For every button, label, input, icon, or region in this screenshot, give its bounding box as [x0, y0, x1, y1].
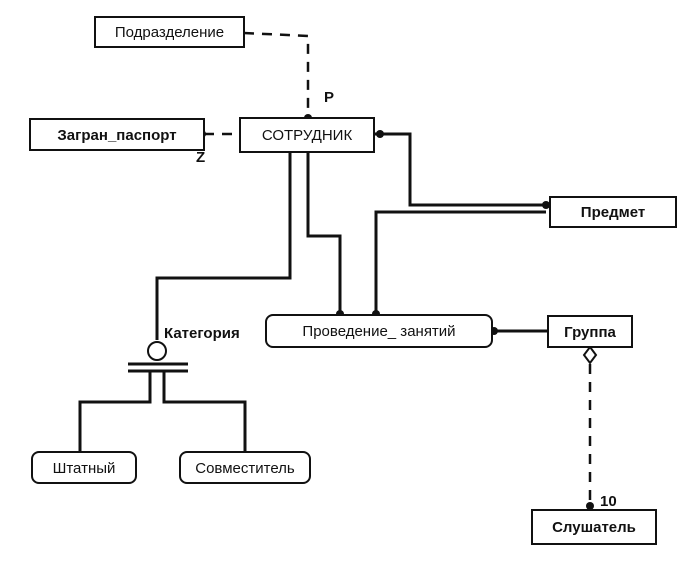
entity-subject-label: Предмет [581, 204, 645, 221]
category-circle [147, 341, 167, 361]
link-category-fulltime [78, 371, 152, 452]
entity-subdivision-label: Подразделение [115, 24, 224, 41]
entity-subdivision[interactable]: Подразделение [94, 16, 245, 48]
entity-lesson-label: Проведение_ занятий [302, 323, 455, 340]
link-end-dot [542, 201, 550, 209]
link-end-dot [376, 130, 384, 138]
entity-passport[interactable]: Загран_паспорт [29, 118, 205, 151]
entity-group[interactable]: Группа [547, 315, 633, 348]
entity-fulltime-label: Штатный [53, 460, 116, 477]
entity-subject[interactable]: Предмет [549, 196, 677, 228]
entity-student[interactable]: Слушатель [531, 509, 657, 545]
link-category-parttime [162, 371, 247, 452]
entity-lesson[interactable]: Проведение_ занятий [265, 314, 493, 348]
entity-employee-label: СОТРУДНИК [262, 127, 353, 144]
entity-parttime-label: Совместитель [195, 460, 295, 477]
cardinality-p: P [324, 89, 334, 106]
entity-passport-label: Загран_паспорт [57, 127, 176, 144]
link-subject-lesson [374, 210, 546, 314]
link-subdivision-employee [243, 31, 310, 116]
link-end-dot [586, 502, 594, 510]
entity-student-label: Слушатель [552, 519, 636, 536]
link-employee-category [155, 152, 292, 340]
category-label: Категория [164, 325, 240, 342]
link-employee-lesson [306, 152, 342, 314]
aggregation-diamond [582, 345, 598, 365]
entity-parttime[interactable]: Совместитель [179, 451, 311, 484]
entity-group-label: Группа [564, 324, 616, 341]
entity-fulltime[interactable]: Штатный [31, 451, 137, 484]
entity-employee[interactable]: СОТРУДНИК [239, 117, 375, 153]
cardinality-z: Z [196, 149, 205, 166]
cardinality-ten: 10 [600, 493, 617, 510]
link-employee-subject [374, 132, 546, 207]
